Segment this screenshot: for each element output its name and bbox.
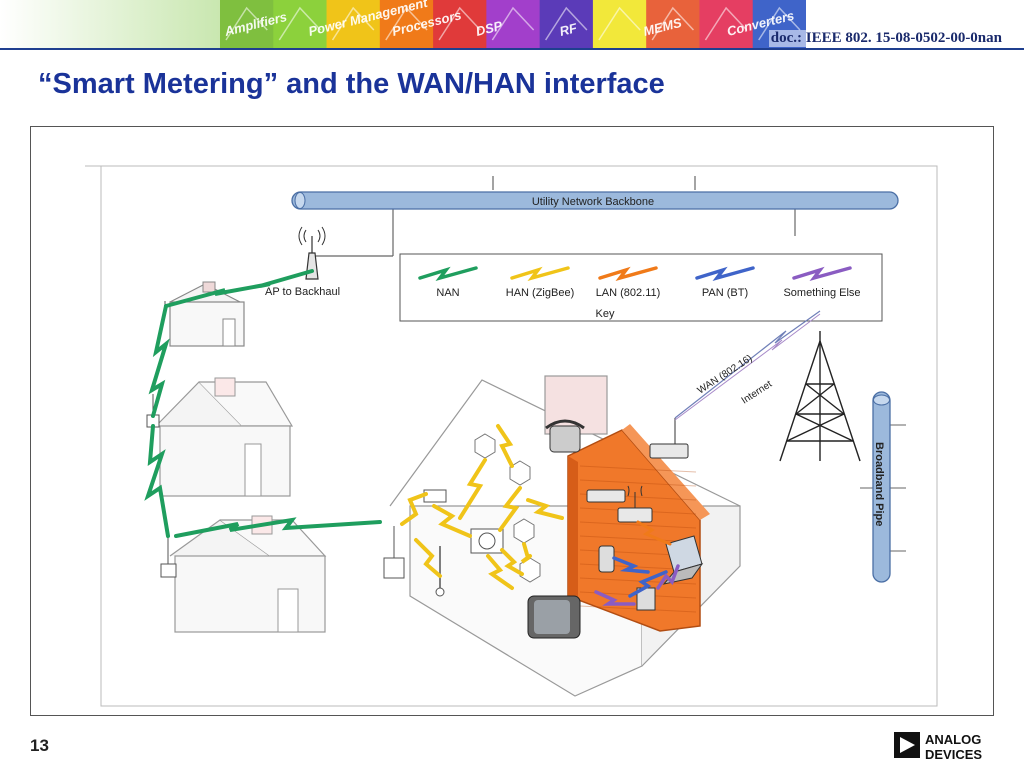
wireless-bolt [598, 266, 658, 282]
header-rule [0, 48, 1024, 50]
wireless-bolt [164, 269, 314, 308]
inner-frame [100, 165, 938, 707]
banner-word: RF [558, 20, 579, 39]
key-item-label: LAN (802.11) [596, 287, 661, 299]
key-item-label: NAN [436, 287, 459, 299]
wireless-bolt [594, 590, 636, 606]
smart-metering-diagram: Utility Network Backbone AP to Backhaul … [30, 126, 994, 716]
ap-label: AP to Backhaul [265, 286, 340, 298]
logo-line1: ANALOG [925, 732, 981, 747]
wireless-bolt [612, 556, 650, 574]
key-title: Key [596, 308, 615, 320]
wireless-bolt [400, 492, 428, 526]
wireless-bolt [458, 458, 487, 520]
backbone-label: Utility Network Backbone [532, 196, 654, 208]
key-item: HAN (ZigBee) [506, 266, 574, 299]
signal-waves-icon [298, 226, 326, 246]
wireless-bolt [792, 266, 852, 282]
home-devices [527, 418, 704, 639]
key-item: NAN [418, 266, 478, 299]
meter-icon [383, 557, 405, 579]
wireless-bolt [636, 520, 672, 546]
light-fixture-icon [509, 460, 531, 486]
wireless-bolt [414, 538, 442, 578]
cell-tower-icon [779, 331, 861, 462]
chimney [544, 375, 608, 435]
light-fixture-icon [474, 433, 496, 459]
smart-meters [146, 301, 405, 579]
logo-line2: DEVICES [925, 747, 982, 762]
analog-devices-logo: ANALOG DEVICES [894, 732, 982, 762]
router-icon [617, 507, 653, 523]
utility-network-backbone: Utility Network Backbone [291, 176, 899, 266]
wireless-bolt [432, 504, 472, 538]
wireless-bolt [500, 548, 524, 576]
banner-word: DSP [474, 18, 504, 39]
switch-icon [586, 489, 626, 503]
banner-tile [592, 0, 648, 48]
wireless-bolt [510, 266, 570, 282]
key-item-label: HAN (ZigBee) [506, 287, 574, 299]
banner-fade [0, 0, 220, 48]
wireless-bolt [498, 486, 522, 532]
key-item-label: Something Else [783, 287, 860, 299]
page-number: 13 [30, 736, 49, 755]
broadband-pipe: Broadband Pipe [860, 391, 906, 583]
wireless-bolt [496, 424, 514, 468]
key-item: PAN (BT) [695, 266, 755, 299]
document-id: doc.: IEEE 802. 15-08-0502-00-0nan [768, 30, 1004, 47]
meter-icon [160, 563, 177, 578]
key-legend: NAN HAN (ZigBee) LAN (802.11) PAN (BT) Somet… [399, 253, 883, 322]
neighbor-house-1 [169, 281, 245, 347]
telephone-icon [549, 425, 581, 453]
key-item-label: PAN (BT) [702, 287, 748, 299]
wireless-bolt [656, 564, 680, 590]
key-item: LAN (802.11) [596, 266, 661, 299]
wan-modem-icon [649, 443, 689, 459]
wireless-links [144, 269, 680, 606]
wireless-bolt [486, 554, 514, 590]
slide-title: “Smart Metering” and the WAN/HAN interfa… [38, 68, 665, 100]
wireless-bolt [695, 266, 755, 282]
wireless-bolt [526, 498, 564, 520]
light-fixture-icon [519, 557, 541, 583]
wireless-bolt [418, 266, 478, 282]
key-item: Something Else [783, 266, 861, 299]
wireless-bolt [144, 424, 170, 538]
cordless-phone-icon [598, 545, 615, 573]
wireless-bolt [148, 304, 170, 418]
wireless-bolt [174, 517, 382, 538]
wireless-bolt [628, 570, 668, 598]
han-appliances [423, 433, 541, 597]
wireless-bolt [520, 542, 532, 564]
broadband-label: Broadband Pipe [873, 442, 885, 526]
sensor-icon [423, 489, 447, 503]
